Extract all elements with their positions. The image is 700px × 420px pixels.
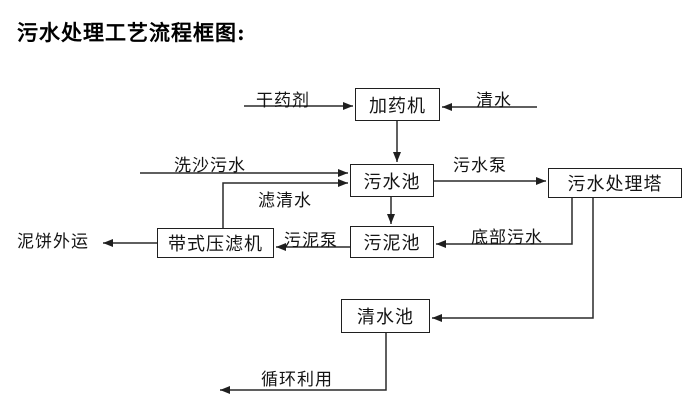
edge-tower-to-clear-line bbox=[432, 198, 594, 322]
edge-label-sewage-pump: 污水泵 bbox=[453, 156, 507, 176]
edge-filtered-water-line bbox=[222, 179, 348, 228]
edge-label-mud-cake-out: 泥饼外运 bbox=[17, 232, 89, 252]
node-dosing-machine: 加药机 bbox=[355, 88, 440, 121]
edge-label-sand-wash-sewage: 洗沙污水 bbox=[174, 156, 246, 176]
node-sewage-pool: 污水池 bbox=[350, 164, 434, 197]
edge-label-recycle-use: 循环利用 bbox=[261, 370, 333, 390]
edge-label-dry-chemical: 干药剂 bbox=[256, 91, 310, 111]
edge-label-filtered-water: 滤清水 bbox=[258, 191, 312, 211]
edge-label-sludge-pump: 污泥泵 bbox=[284, 231, 338, 251]
node-sludge-pool: 污泥池 bbox=[350, 226, 434, 258]
page-title: 污水处理工艺流程框图: bbox=[17, 20, 246, 45]
edge-label-clear-water: 清水 bbox=[476, 91, 512, 111]
edge-label-bottom-sewage: 底部污水 bbox=[471, 228, 543, 248]
edge-bottom-sewage-line bbox=[436, 198, 573, 248]
node-treatment-tower: 污水处理塔 bbox=[548, 168, 682, 198]
edge-recycle-line bbox=[220, 333, 387, 394]
node-clear-water-pool: 清水池 bbox=[341, 299, 430, 333]
node-belt-filter-press: 带式压滤机 bbox=[157, 228, 274, 258]
